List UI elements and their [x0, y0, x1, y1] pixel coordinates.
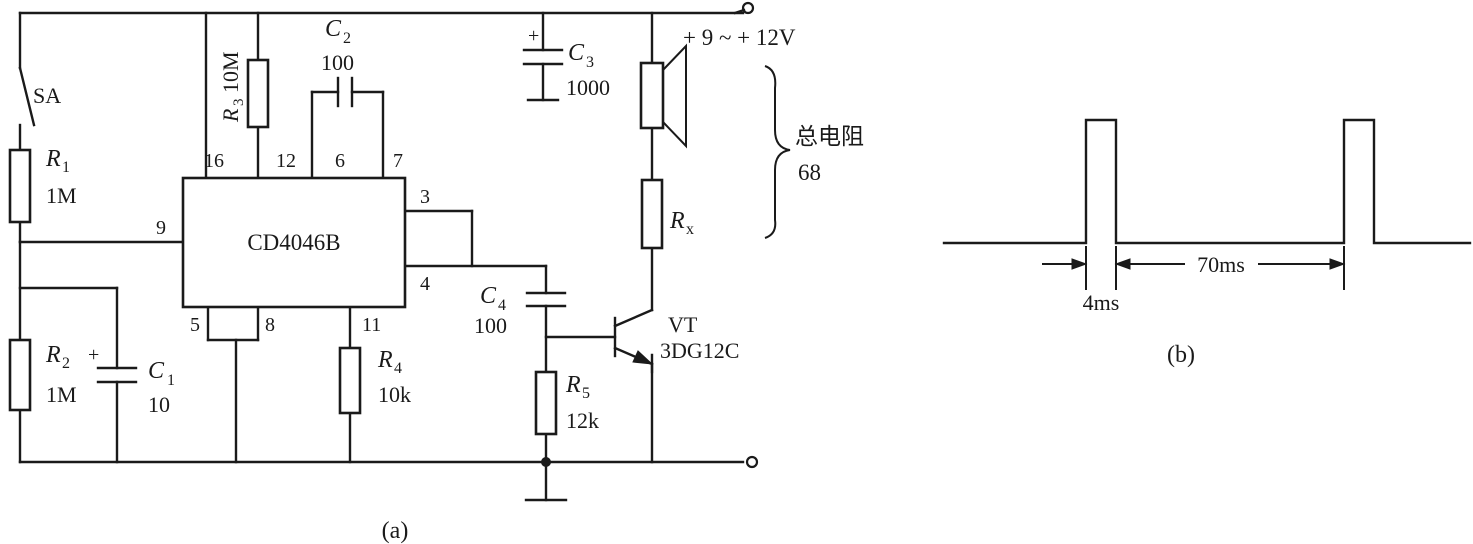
r5-subscript: 5 — [582, 385, 590, 402]
pin-16-label: 16 — [204, 150, 224, 172]
caption-a: (a) — [382, 518, 409, 544]
c4-value: 100 — [474, 313, 507, 338]
switch-sa: SA — [18, 66, 61, 127]
resistor-rx: R x — [640, 178, 694, 250]
c2-subscript: 2 — [343, 30, 351, 47]
r4-subscript: 4 — [394, 360, 402, 377]
wires — [18, 11, 745, 502]
total-resistance-value: 68 — [798, 160, 821, 185]
resistor-r2: R 2 1M — [8, 338, 77, 412]
c1-value: 10 — [148, 392, 170, 417]
emitter-arrow-icon — [632, 350, 654, 365]
arrow-left-icon — [1114, 258, 1131, 270]
c1-symbol: C — [148, 358, 165, 384]
r5-symbol: R — [565, 372, 581, 398]
r5-value: 12k — [566, 408, 599, 433]
c2-symbol: C — [325, 16, 342, 42]
c3-polarity: + — [528, 25, 539, 47]
capacitor-c4: C 4 100 — [474, 283, 567, 338]
r4-symbol: R — [377, 347, 393, 373]
c1-subscript: 1 — [167, 372, 175, 389]
vt-model: 3DG12C — [660, 338, 739, 363]
pin-8-label: 8 — [265, 314, 275, 336]
c4-subscript: 4 — [498, 297, 506, 314]
r3-subscript: 3 — [231, 99, 247, 107]
pin-7-label: 7 — [393, 150, 403, 172]
junction-dot — [541, 457, 551, 467]
r3-symbol: R — [218, 108, 243, 123]
pin-11-label: 11 — [362, 314, 381, 336]
capacitor-c1: + C 1 10 — [88, 344, 175, 417]
r3-value: 10M — [218, 51, 243, 93]
pin-4-label: 4 — [420, 273, 430, 295]
speaker-icon — [639, 43, 687, 149]
r1-symbol: R — [45, 146, 61, 172]
transistor-vt: VT 3DG12C — [613, 308, 739, 374]
resistor-r1: R 1 1M — [8, 146, 77, 224]
pin-12-label: 12 — [276, 150, 296, 172]
resistor-r3: R 3 10M — [218, 51, 270, 129]
pin-5-label: 5 — [190, 314, 200, 336]
pulse-width-label: 4ms — [1083, 290, 1120, 315]
c2-value: 100 — [321, 50, 354, 75]
c4-symbol: C — [480, 283, 497, 309]
waveform-b: 4ms 70ms — [942, 118, 1472, 315]
c3-value: 1000 — [566, 75, 610, 100]
r1-value: 1M — [46, 183, 77, 208]
c3-subscript: 3 — [586, 54, 594, 71]
capacitor-c3: + C 3 1000 — [522, 25, 610, 102]
terminal-bottom — [745, 455, 759, 469]
rx-symbol: R — [669, 208, 685, 234]
total-resistance-label: 总电阻 — [795, 124, 864, 150]
brace — [764, 65, 791, 239]
c3-symbol: C — [568, 40, 585, 66]
ic-name: CD4046B — [247, 230, 340, 255]
resistor-r5: R 5 12k — [534, 370, 599, 436]
capacitor-c2: C 2 100 — [321, 16, 354, 108]
period-label: 70ms — [1197, 252, 1245, 277]
switch-label: SA — [33, 83, 61, 108]
pin-6-label: 6 — [335, 150, 345, 172]
arrow-right-icon — [1071, 258, 1088, 270]
supply-label: + 9 ~ + 12V — [683, 25, 796, 50]
caption-b: (b) — [1167, 342, 1195, 368]
pin-3-label: 3 — [420, 186, 430, 208]
ic-cd4046b: CD4046B 16 12 6 7 3 9 4 5 8 11 — [156, 150, 430, 336]
r2-symbol: R — [45, 342, 61, 368]
r2-subscript: 2 — [62, 355, 70, 372]
c1-polarity: + — [88, 344, 99, 366]
pin-9-label: 9 — [156, 217, 166, 239]
r2-value: 1M — [46, 382, 77, 407]
resistor-r4: R 4 10k — [338, 346, 411, 415]
r4-value: 10k — [378, 382, 411, 407]
terminal-top — [741, 1, 755, 15]
rx-subscript: x — [686, 221, 694, 238]
r1-subscript: 1 — [62, 159, 70, 176]
arrow-right-icon-2 — [1329, 258, 1346, 270]
vt-label: VT — [668, 312, 698, 337]
